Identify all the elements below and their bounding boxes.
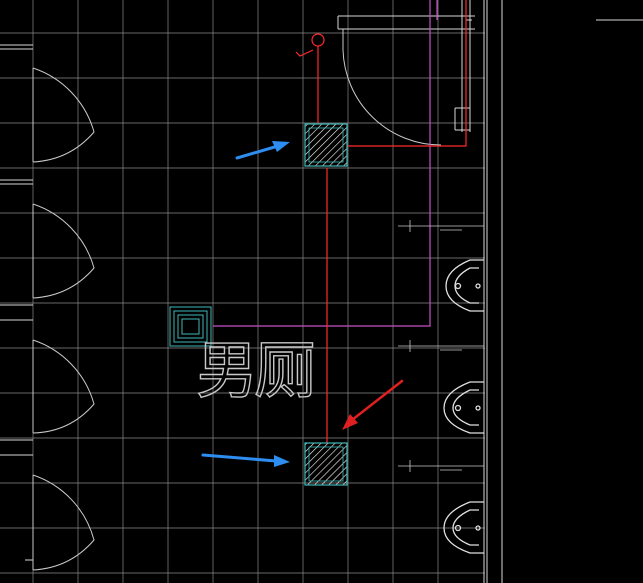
pipe-shaft-lower <box>304 442 348 486</box>
urinal-icon-3 <box>443 501 484 554</box>
pipe-shaft-upper <box>304 123 348 167</box>
floor-vent-icon <box>169 306 212 347</box>
dimension-marks <box>398 220 484 472</box>
red-arrow <box>342 379 404 430</box>
door-swing-arcs <box>32 29 442 571</box>
floor-tile-grid <box>0 0 485 583</box>
duct-line <box>213 0 438 327</box>
red-pipe-lines <box>295 0 467 443</box>
blue-arrow-lower <box>201 453 290 467</box>
urinal-icon-1 <box>445 259 484 312</box>
blue-arrow-upper <box>235 141 290 160</box>
urinal-icon-2 <box>443 381 484 434</box>
room-label: 男厕 <box>195 334 316 407</box>
